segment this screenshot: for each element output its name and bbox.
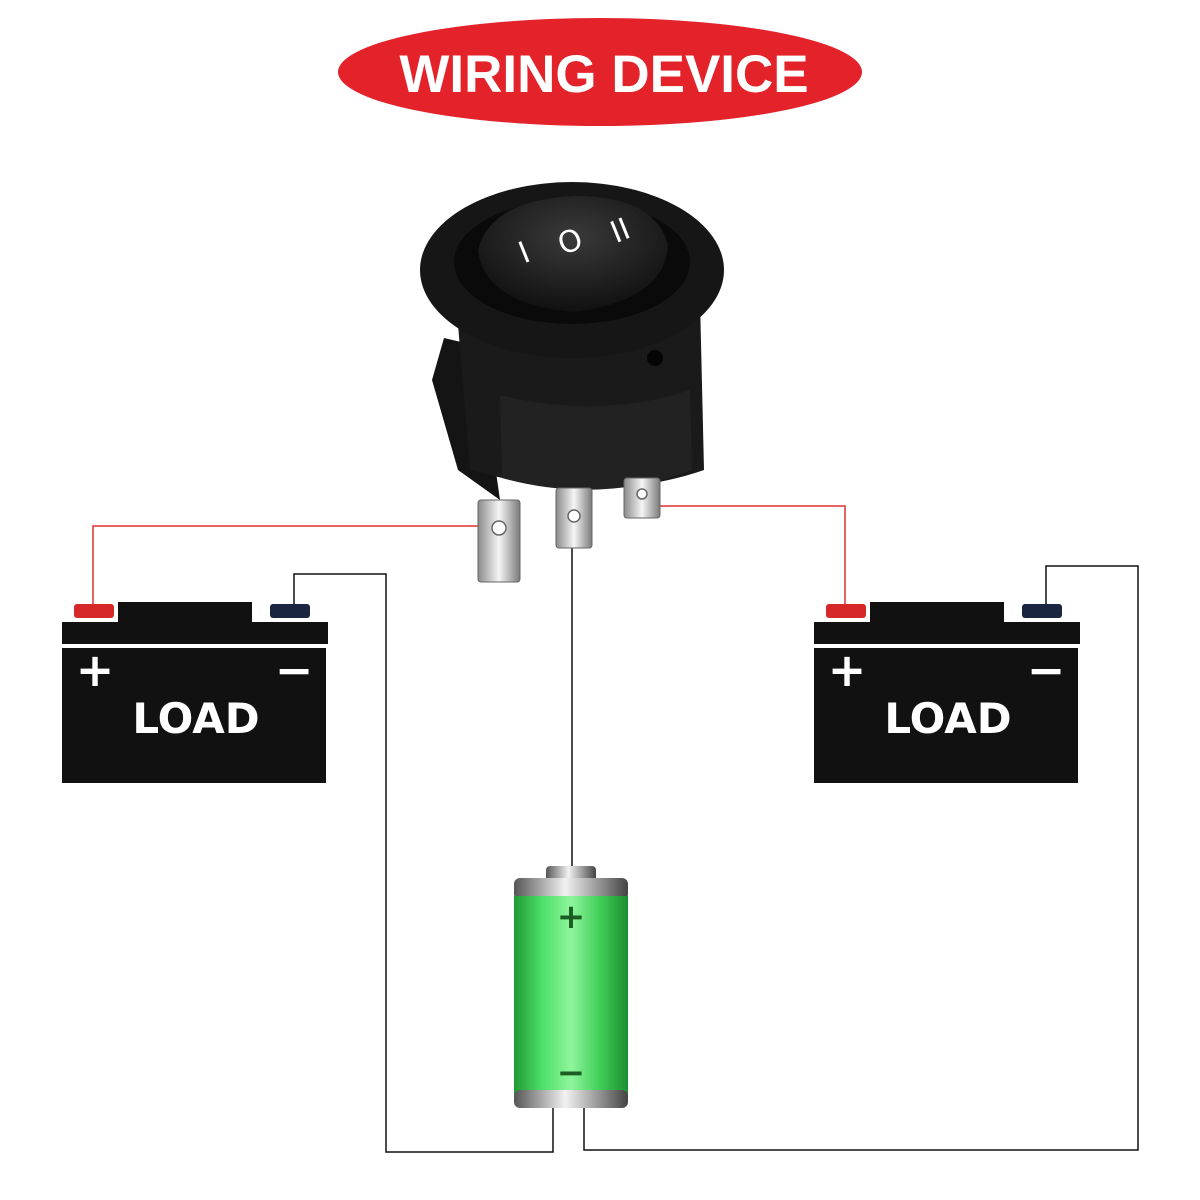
load-left-lid xyxy=(62,622,328,644)
wire-right-positive xyxy=(638,505,846,604)
switch-rocker xyxy=(478,196,668,312)
terminal-left xyxy=(477,499,521,583)
title-ellipse xyxy=(338,18,862,126)
load-right-positive-terminal xyxy=(826,604,866,618)
load-left-positive-terminal xyxy=(74,604,114,618)
switch-terminals xyxy=(477,477,661,583)
load-left-body xyxy=(62,648,326,783)
wires xyxy=(92,505,1139,1153)
rocker-switch: I O II xyxy=(420,182,724,583)
load-left-top-step xyxy=(118,602,252,624)
load-left-label: LOAD xyxy=(132,694,259,743)
load-left-negative-terminal xyxy=(270,604,310,618)
terminal-right-hole xyxy=(636,488,648,500)
wire-left-negative xyxy=(293,573,554,1153)
load-right-plus-sign: + xyxy=(828,643,867,697)
load-left-minus-sign: − xyxy=(275,643,314,697)
battery-plus-sign: + xyxy=(557,897,586,937)
load-right-lid xyxy=(814,622,1080,644)
load-right-label: LOAD xyxy=(884,694,1011,743)
wire-left-positive xyxy=(92,525,484,604)
load-right-top-step xyxy=(870,602,1004,624)
battery-top-cap xyxy=(514,878,628,900)
battery-minus-sign: − xyxy=(557,1053,586,1093)
terminal-center-hole xyxy=(567,509,581,523)
load-right: + − LOAD xyxy=(814,602,1080,783)
load-right-body xyxy=(814,648,1078,783)
switch-housing-front xyxy=(500,390,692,490)
battery: + − xyxy=(514,866,628,1108)
load-left-plus-sign: + xyxy=(76,643,115,697)
load-right-minus-sign: − xyxy=(1027,643,1066,697)
load-left: + − LOAD xyxy=(62,602,328,783)
wire-right-negative xyxy=(583,565,1139,1151)
battery-bottom-cap xyxy=(514,1090,628,1108)
load-right-negative-terminal xyxy=(1022,604,1062,618)
battery-body xyxy=(514,896,628,1096)
page-title: WIRING DEVICE xyxy=(399,45,808,104)
title-banner: WIRING DEVICE xyxy=(338,18,862,126)
terminal-left-hole xyxy=(491,520,507,536)
switch-vent-hole xyxy=(647,350,663,366)
